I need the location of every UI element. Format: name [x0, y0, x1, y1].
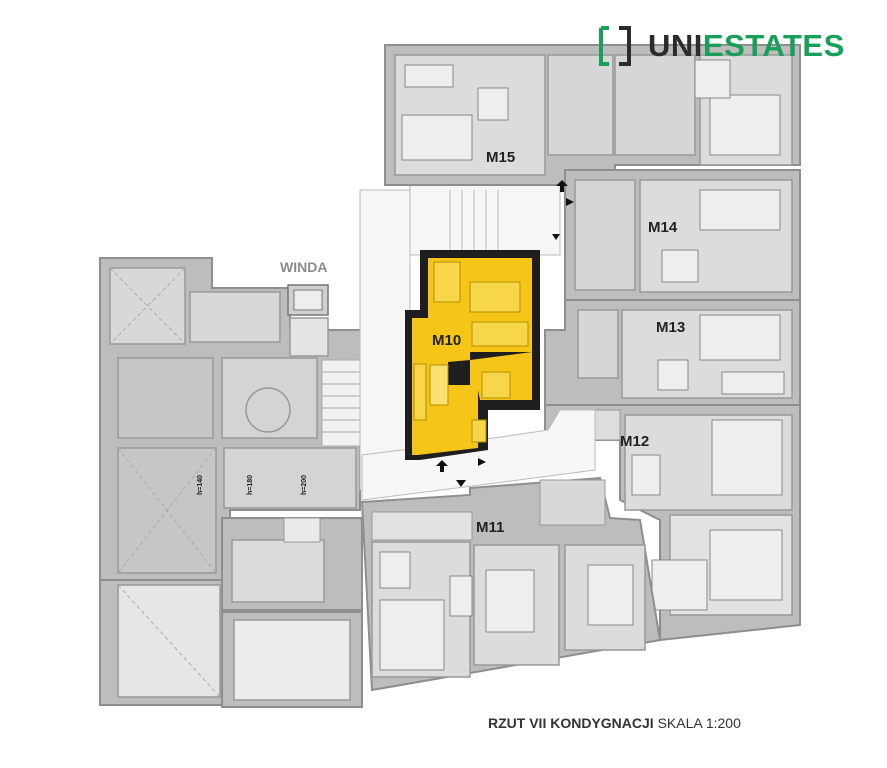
plan-caption: RZUT VII KONDYGNACJI SKALA 1:200	[488, 715, 741, 731]
unit-m13	[544, 299, 801, 406]
logo-text-uni: UNI	[648, 28, 703, 63]
unit-m14	[564, 169, 801, 301]
room-label-m11: M11	[476, 519, 504, 536]
caption-scale: SKALA 1:200	[657, 715, 741, 731]
left-wing	[99, 257, 371, 708]
logo-text-estates: ESTATES	[702, 28, 845, 63]
stair-height-label-3: h=200	[301, 475, 308, 495]
corridor	[361, 409, 596, 501]
unit-m12	[544, 404, 801, 642]
logo-wordmark: UNIESTATES	[648, 26, 845, 66]
room-label-m14: M14	[648, 219, 678, 236]
stair-height-label-2: h=180	[247, 475, 254, 495]
unit-m11	[360, 476, 662, 692]
room-label-m12: M12	[620, 433, 649, 450]
bracket-logo-icon	[599, 26, 631, 66]
stair-height-label-1: h=140	[197, 475, 204, 495]
elevator-label: WINDA	[280, 259, 327, 275]
room-label-m10: M10	[432, 332, 461, 349]
unit-m10	[405, 250, 540, 460]
entrance-arrows	[436, 180, 574, 487]
room-label-m15: M15	[486, 149, 515, 166]
caption-title: RZUT VII KONDYGNACJI	[488, 715, 654, 731]
unit-m15	[384, 44, 801, 186]
logo: UNIESTATES	[598, 26, 845, 66]
room-label-m13: M13	[656, 319, 685, 336]
